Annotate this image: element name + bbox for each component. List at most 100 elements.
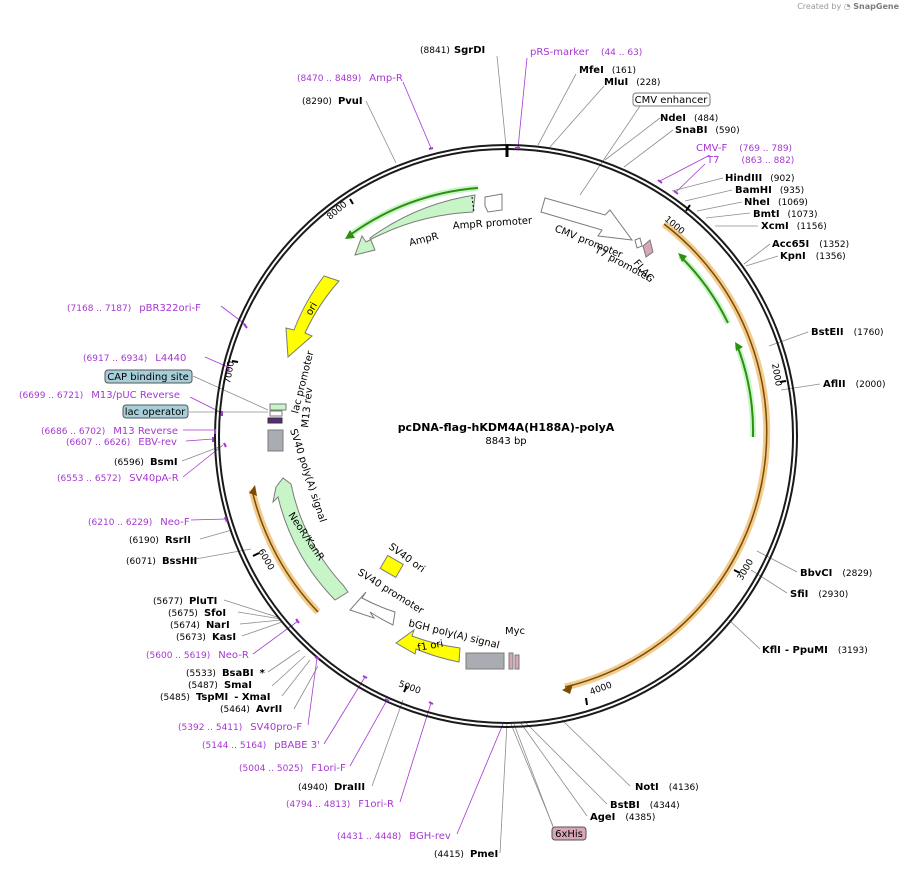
enzyme-bstbi: BstBI(4344) [610,800,680,811]
primer-pbr322ori-f: (7168 .. 7187)pBR322ori-F [67,303,201,314]
myc-label: Myc [505,626,525,637]
enzyme-aflii: AflII(2000) [823,379,886,390]
orf-halo-outer [564,221,771,691]
orf-arrow-head [562,684,573,694]
plasmid-title: pcDNA-flag-hKDM4A(H188A)-polyA [398,421,615,434]
enzyme-rsrii: (6190)RsrII [129,535,191,546]
lac-operator-tag: lac operator [122,404,189,419]
primer-m13-reverse: (6686 .. 6702)M13 Reverse [41,426,178,437]
enzyme-tspmi-xmai: (5485)TspMI- XmaI [160,692,270,703]
enzyme-bamhi: BamHI(935) [735,185,804,196]
enzyme-pvui: (8290)PvuI [302,96,363,107]
enzyme-sgrdi: (8841)SgrDI [420,45,485,56]
cmv-enhancer-label: CMV enhancer [635,95,709,106]
ampr-promoter-arrow [484,193,503,213]
enzyme-xcmi: XcmI(1156) [761,221,827,232]
primer-ebv-rev: (6607 .. 6626)EBV-rev [66,437,177,448]
enzyme-bbvci: BbvCI(2829) [800,568,872,579]
primer-sv40pa-r: (6553 .. 6572)SV40pA-R [57,473,179,484]
ampr-divider [471,196,475,213]
sv40-promoter-arrow [349,591,396,626]
credit-text: Created by [797,2,842,11]
tick-label-3000: 3000 [736,557,756,582]
enzyme-hindiii: HindIII(902) [725,173,794,184]
enzyme-pluti: (5677)PluTI [153,596,217,607]
his-tag-box [514,654,520,670]
bgh-polya-box [465,652,505,670]
his-tag: 6xHis [551,826,587,841]
enzyme-snabi: SnaBI(590) [675,125,740,136]
ampr-promoter-label: AmpR promoter [452,215,533,232]
lac-operator-label: lac operator [125,407,186,418]
primer-ticks [212,147,679,705]
primer-l4440: (6917 .. 6934)L4440 [83,353,186,364]
tick-label-2000: 2000 [769,363,783,388]
lac-operator-box [269,410,283,417]
his-tag-label: 6xHis [555,829,583,840]
ampr-green [349,187,479,236]
primer-m13-puc-reverse: (6699 .. 6721)M13/pUC Reverse [19,390,180,401]
enzyme-mlui: MluI(228) [604,77,660,88]
ampr-green-head [345,230,355,239]
enzyme-bsteii: BstEII(1760) [811,327,884,338]
cmv-promoter-arrow [540,197,634,241]
orf-green-1 [679,255,729,324]
enzyme-draiii: (4940)DraIII [298,782,365,793]
f1-ori-arrow [395,628,461,663]
ampr-arrow [354,194,476,256]
enzyme-avrii: (5464)AvrII [220,704,282,715]
m13-rev-label: M13 rev [300,387,315,429]
myc-tag-box [508,652,514,670]
enzyme-bsabi: (5533)BsaBI* [186,668,266,679]
primer-prs-marker: pRS-marker(44 .. 63) [530,47,642,58]
ori-arrow [285,275,340,359]
snapgene-credit: Created by ◔ SnapGene [797,2,899,11]
enzyme-agei: AgeI(4385) [590,812,655,823]
cap-binding-site-tag: CAP binding site [104,369,193,384]
t7-promoter-arrow [634,237,643,249]
f1-ori-label: f1 ori [417,639,445,654]
ampr-label: AmpR [408,231,440,249]
neo-arc [251,489,319,613]
enzyme-acc65i: Acc65I(1352) [772,239,849,250]
enzyme-nari: (5674)NarI [170,620,230,631]
sv40-polya-box [267,429,284,452]
tick-label-7000: 7000 [223,360,237,385]
orf-green-1-head [678,253,687,262]
primer-amp-r: (8470 .. 8489)Amp-R [297,73,403,84]
enzyme-mfei: MfeI(161) [579,65,636,76]
primer-neo-f: (6210 .. 6229)Neo-F [88,517,190,528]
tick-label-5000: 5000 [397,679,422,696]
sv40-ori-box [379,554,404,579]
cap-binding-site-label: CAP binding site [107,372,189,383]
primer-f1ori-r: (4794 .. 4813)F1ori-R [286,799,394,810]
enzyme-kfli-ppumi: KflI- PpuMI(3193) [762,645,868,656]
enzyme-kasi: (5673)KasI [176,632,236,643]
primer-sv40pro-f: (5392 .. 5411)SV40pro-F [178,722,302,733]
lac-promoter-box [269,403,287,411]
primer-neo-r: (5600 .. 5619)Neo-R [146,650,249,661]
enzyme-bsmi: (6596)BsmI [114,457,178,468]
neor-arrow [272,477,349,601]
primer-f1ori-f: (5004 .. 5025)F1ori-F [239,763,346,774]
leader-lines [181,55,821,854]
enzyme-kpni: KpnI(1356) [780,251,846,262]
orf-green-2 [736,344,755,438]
enzyme-smai: (5487)SmaI [188,680,252,691]
enzyme-bsshii: (6071)BssHII [126,556,197,567]
neo-arrow-head [249,485,257,496]
flag-tag-arrow [642,239,654,258]
scale-ticks [231,198,787,706]
enzyme-pmei: (4415)PmeI [434,849,498,860]
primer-pbabe3: (5144 .. 5164)pBABE 3' [202,740,320,751]
enzyme-sfii: SfiI(2930) [790,589,848,600]
tick-label-4000: 4000 [589,680,614,697]
m13-rev-box [267,417,283,424]
primer-bgh-rev: (4431 .. 4448)BGH-rev [337,831,451,842]
brand-name: SnapGene [853,2,899,11]
snapgene-logo-icon: ◔ [843,2,851,11]
primer-cmv-f: CMV-F(769 .. 789) [696,143,792,154]
enzyme-bmti: BmtI(1073) [753,209,817,220]
enzyme-ndei: NdeI(484) [660,113,718,124]
